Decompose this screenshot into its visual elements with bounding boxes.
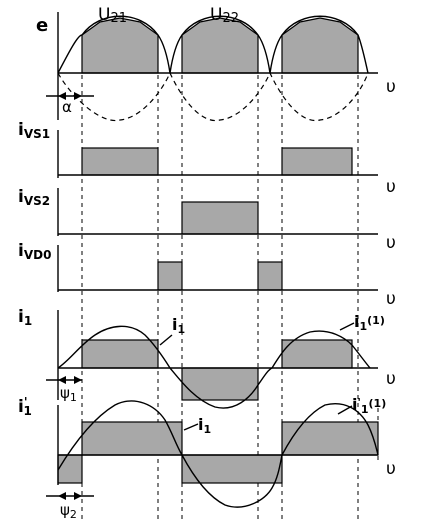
alpha-label: α [62,98,72,116]
theta-label-ivs1: υ [386,177,396,197]
i1-prime-panel: i'1 i1 i'1(1) υ ψ2 [18,395,396,521]
psi1-arrowhead-left [58,376,66,384]
ivs2-panel: iVS2 υ [18,187,396,253]
i1-curve-label: i1 [172,315,185,336]
ip-leader [183,423,199,431]
psi2-label: ψ2 [60,501,77,521]
ivs1-pulse-2 [281,147,353,176]
theta-label-i1: υ [386,369,396,389]
theta-label-e: υ [386,77,396,97]
u21-hump-1 [81,17,159,74]
theta-label-ivd0: υ [386,289,396,309]
ip-pos-1 [81,421,183,456]
theta-label-ivs2: υ [386,233,396,253]
ivd0-label: iVD0 [18,241,51,262]
alpha-arrowhead-right [74,92,82,100]
i1-fund-leader [339,322,355,331]
psi1-label: ψ1 [60,384,77,404]
i1-panel: i1 i1 i1(1) υ ψ1 [18,307,396,409]
ivs1-panel: iVS1 υ [18,120,396,197]
voltage-curve-dashed [57,71,369,122]
ip-pos-2 [281,421,379,456]
ivd0-panel: iVD0 υ [18,241,396,309]
voltage-panel: e U21 U22 υ α [36,5,396,122]
psi1-arrowhead [74,376,82,384]
u22-hump [181,17,259,74]
i1-fund-label: i1(1) [354,312,385,333]
i1-pos-1 [81,339,159,369]
i1-pos-2 [281,339,353,369]
ip-fundamental-curve [57,400,379,508]
voltage-curve-solid [57,15,369,74]
i1-axis-label: i1 [18,307,32,328]
i1-leader [159,334,173,346]
alpha-arrowhead-left [58,92,66,100]
ip-fund-leader [337,405,353,415]
ivs1-label: iVS1 [18,120,50,141]
ip-neg-1 [57,454,83,484]
i1-neg [181,367,259,401]
u21-label: U21 [98,5,127,26]
psi2-arrowhead-right [74,492,82,500]
psi2-arrowhead-left [58,492,66,500]
ip-fund-label: i'1(1) [352,395,386,416]
ivs2-pulse [181,201,259,235]
ivs1-pulse-1 [81,147,159,176]
ip-curve-label: i1 [198,415,211,436]
e-label: e [36,15,48,36]
ivd0-pulse-1 [157,261,183,291]
ivs2-label: iVS2 [18,187,50,208]
ip-axis-label: i'1 [18,395,32,418]
u22-label: U22 [210,5,239,26]
u21-hump-2 [281,17,359,74]
ivd0-pulse-2 [257,261,283,291]
theta-label-ip: υ [386,459,396,479]
i1-fundamental-curve [57,325,371,409]
